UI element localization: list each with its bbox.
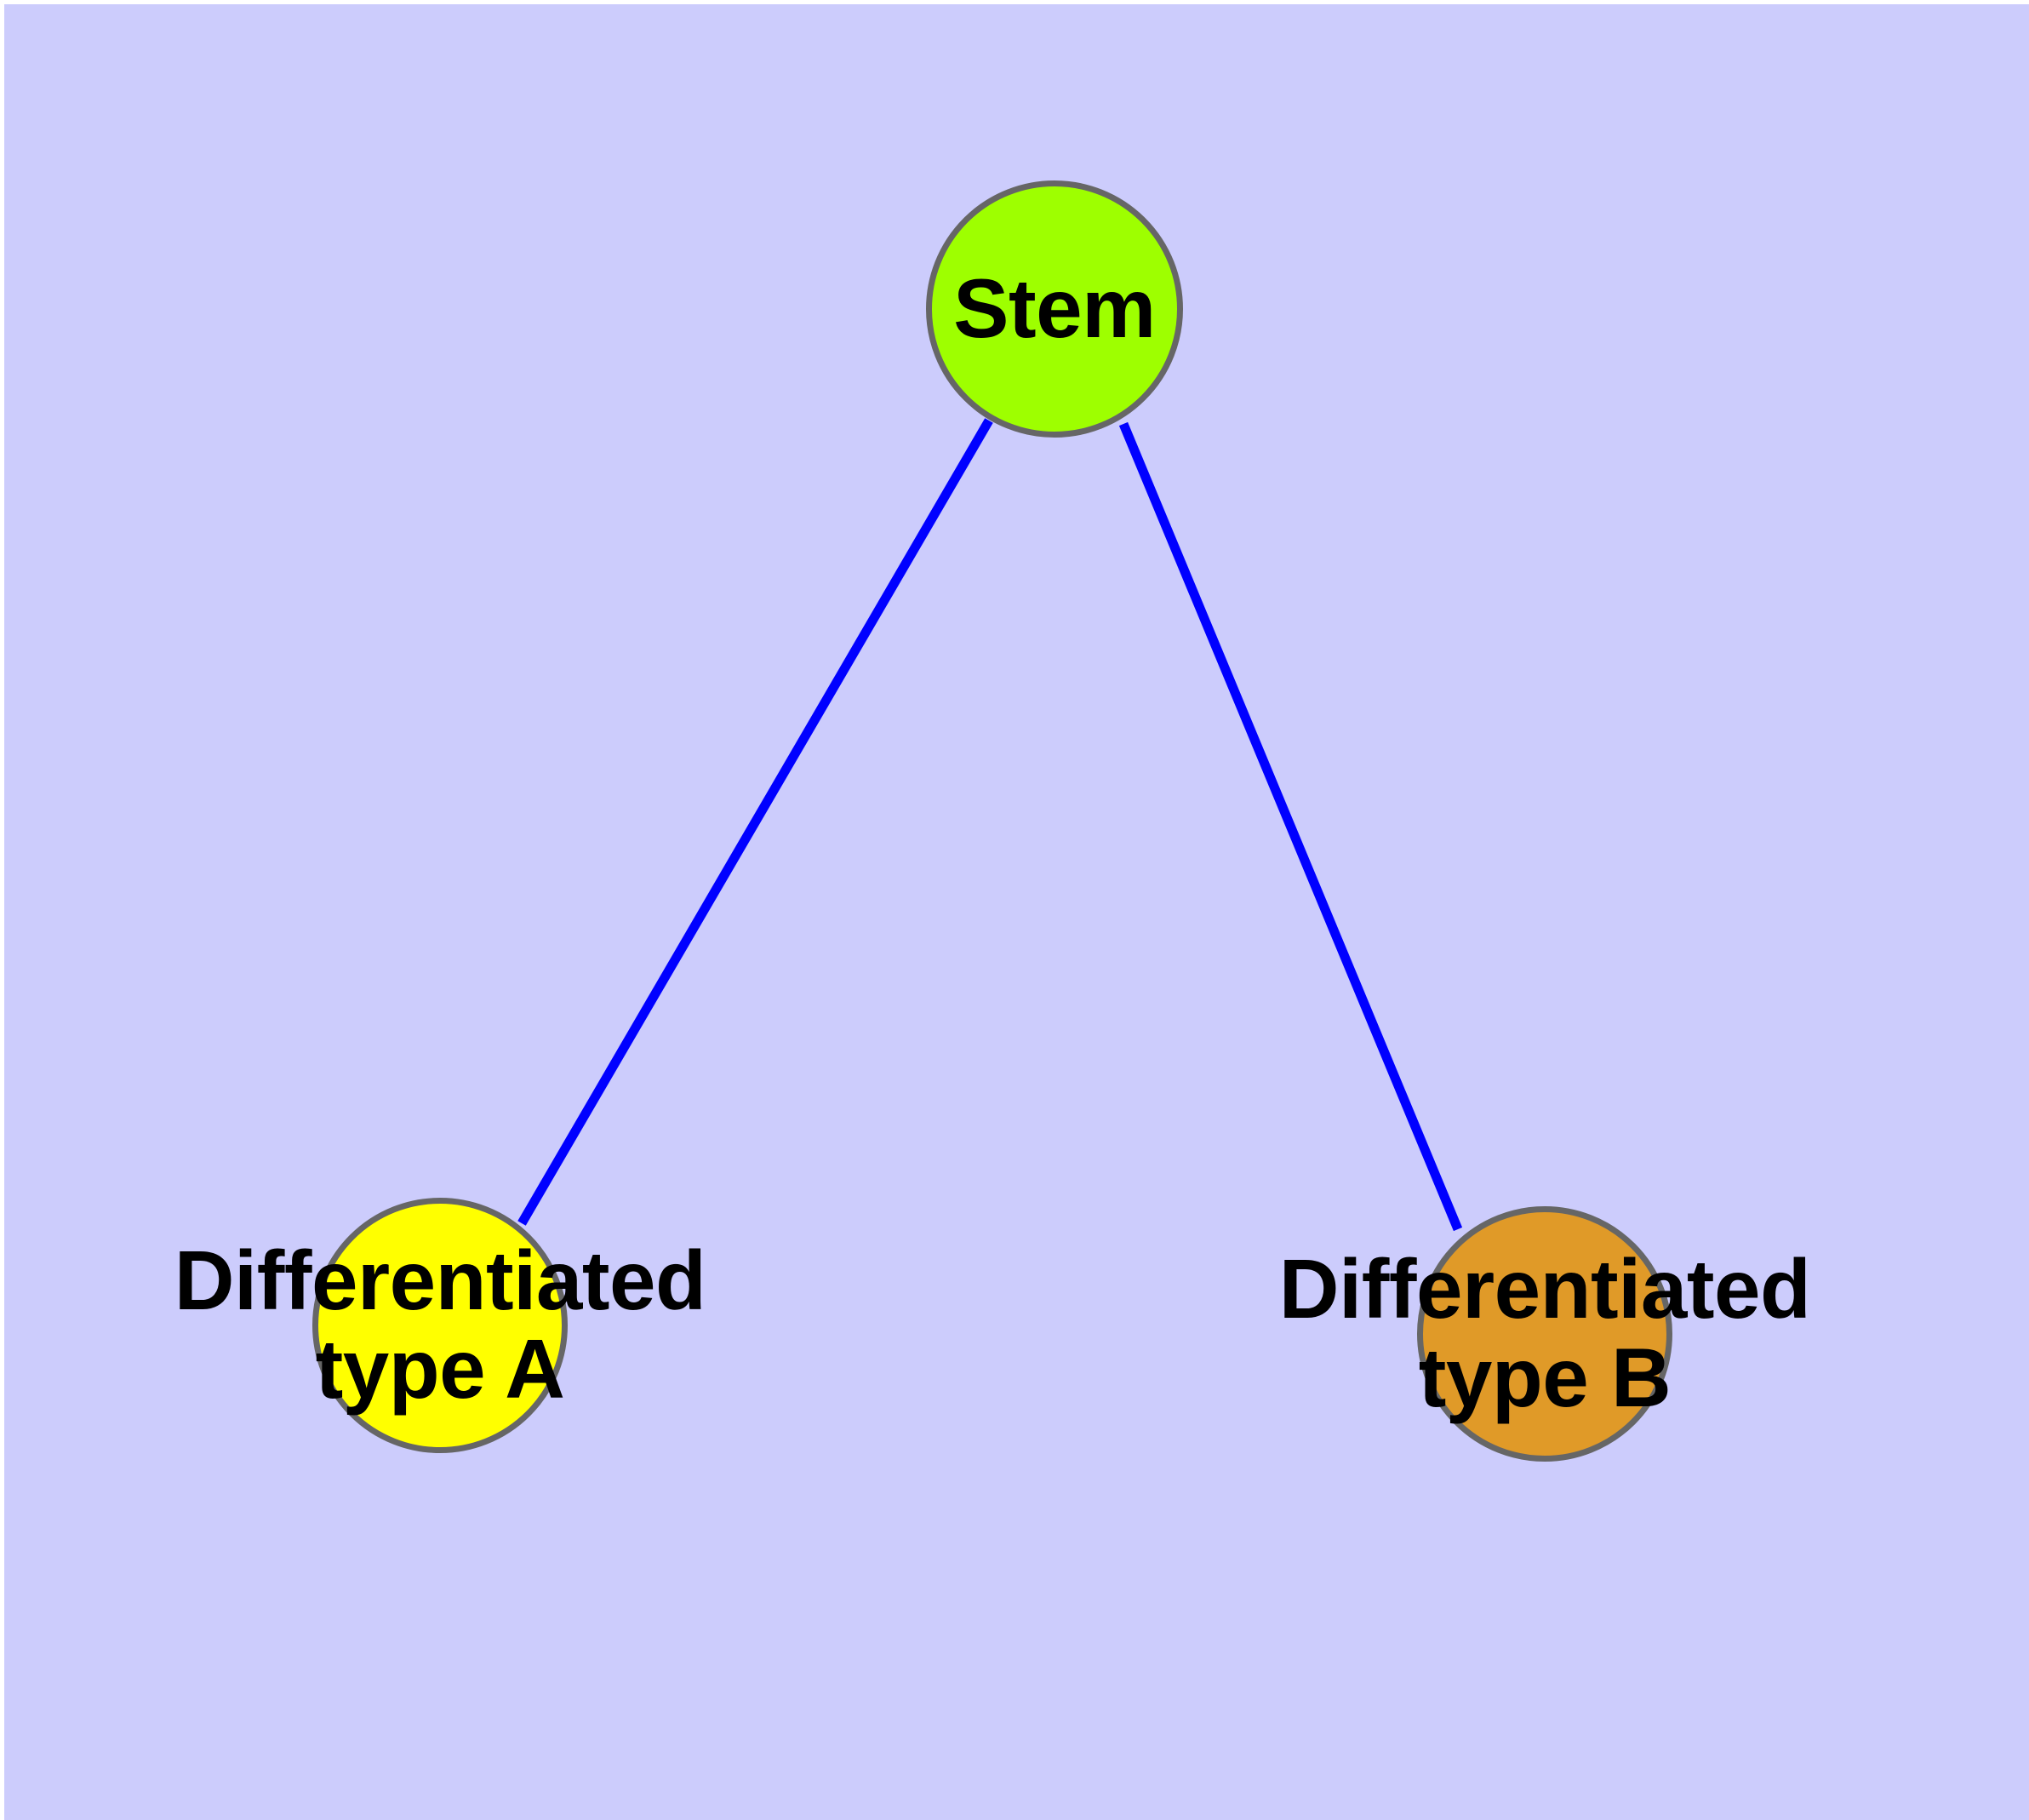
node-differentiated-type-a[interactable]: Differentiated type A (174, 1198, 706, 1453)
node-differentiated-type-b-label: Differentiated type B (1278, 1242, 1811, 1424)
node-differentiated-type-a-label: Differentiated type A (174, 1233, 706, 1416)
graph-edges-layer (517, 418, 1463, 1232)
node-differentiated-type-b-circle (1417, 1206, 1672, 1462)
node-differentiated-type-b[interactable]: Differentiated type B (1279, 1206, 1811, 1462)
node-stem[interactable]: Stem (926, 180, 1183, 438)
edge-stem-to-diff-a (517, 418, 993, 1226)
diagram-plot-area: Stem Differentiated type A Differentiate… (4, 4, 2029, 1820)
node-differentiated-type-a-circle (312, 1198, 568, 1453)
node-stem-circle (926, 180, 1183, 438)
edge-stem-to-diff-b (1118, 421, 1463, 1232)
node-stem-label: Stem (953, 261, 1156, 356)
